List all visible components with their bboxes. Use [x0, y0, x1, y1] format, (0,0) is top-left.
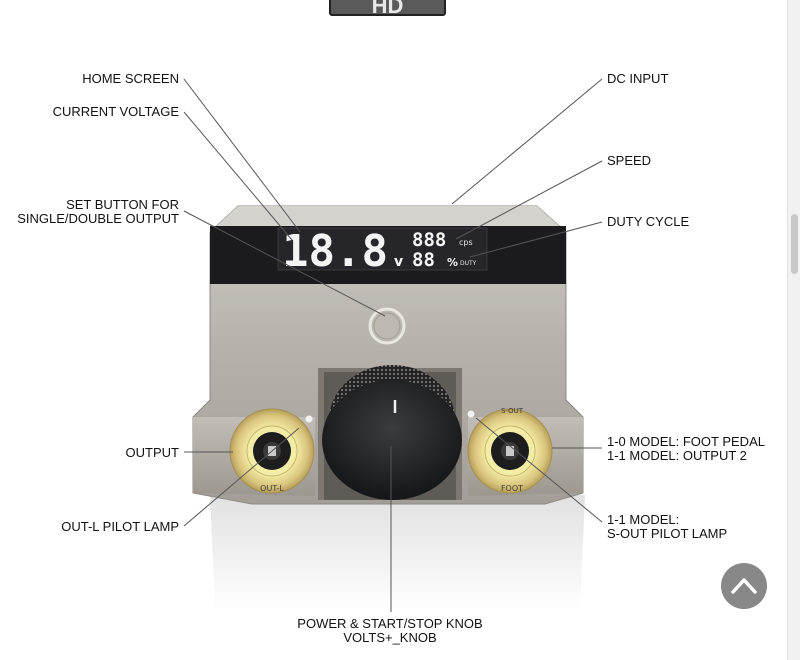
- voltage-unit: v: [394, 254, 403, 270]
- set-button-inner-ring: [373, 312, 401, 340]
- power-knob[interactable]: [322, 365, 462, 500]
- label-power-knob: POWER & START/STOP KNOB: [297, 616, 483, 631]
- scrollbar-thumb[interactable]: [791, 214, 798, 274]
- duty-readout: 88: [412, 249, 435, 271]
- label-model-11-output2: 1-1 MODEL: OUTPUT 2: [607, 448, 747, 463]
- model-badge: HD: [329, 0, 446, 18]
- label-volts-knob: VOLTS+_KNOB: [343, 630, 437, 645]
- label-model-11: 1-1 MODEL:: [607, 512, 680, 527]
- callout-lines: [183, 78, 603, 612]
- label-model-10: 1-0 MODEL: FOOT PEDAL: [607, 434, 765, 449]
- back-to-top-button[interactable]: [721, 563, 767, 609]
- device-reflection: [210, 495, 585, 610]
- duty-tag: DUTY: [460, 260, 477, 267]
- label-out-l-pilot-lamp: OUT-L PILOT LAMP: [61, 519, 179, 534]
- label-duty-cycle: DUTY CYCLE: [607, 214, 690, 229]
- jack-right-label-top: S-OUT: [501, 407, 524, 415]
- voltage-readout: 18.8: [282, 226, 388, 277]
- label-output: OUTPUT: [125, 445, 179, 460]
- jack-left-label: OUT-L: [260, 484, 284, 493]
- lcd-screen: [277, 227, 488, 271]
- speed-unit: cps: [459, 238, 473, 247]
- label-s-out-pilot-lamp: S-OUT PILOT LAMP: [607, 526, 728, 541]
- label-home-screen: HOME SCREEN: [82, 71, 179, 86]
- label-speed: SPEED: [607, 153, 652, 168]
- label-current-voltage: CURRENT VOLTAGE: [52, 104, 179, 119]
- jack-right-label-bottom: FOOT: [501, 484, 523, 493]
- s-out-pilot-lamp: [467, 410, 475, 418]
- scrollbar-track[interactable]: [787, 0, 800, 660]
- label-set-button-line1: SET BUTTON FOR: [66, 197, 179, 212]
- set-button[interactable]: [368, 307, 406, 345]
- label-set-button-line2: SINGLE/DOUBLE OUTPUT: [17, 211, 179, 226]
- back-to-top-icon-overlay: [731, 578, 757, 594]
- out-l-pilot-lamp: [305, 415, 313, 423]
- foot-pedal-jack-right[interactable]: [467, 408, 553, 494]
- speed-readout: 888: [412, 229, 446, 251]
- label-dc-input: DC INPUT: [607, 71, 669, 86]
- duty-unit: %: [447, 256, 458, 269]
